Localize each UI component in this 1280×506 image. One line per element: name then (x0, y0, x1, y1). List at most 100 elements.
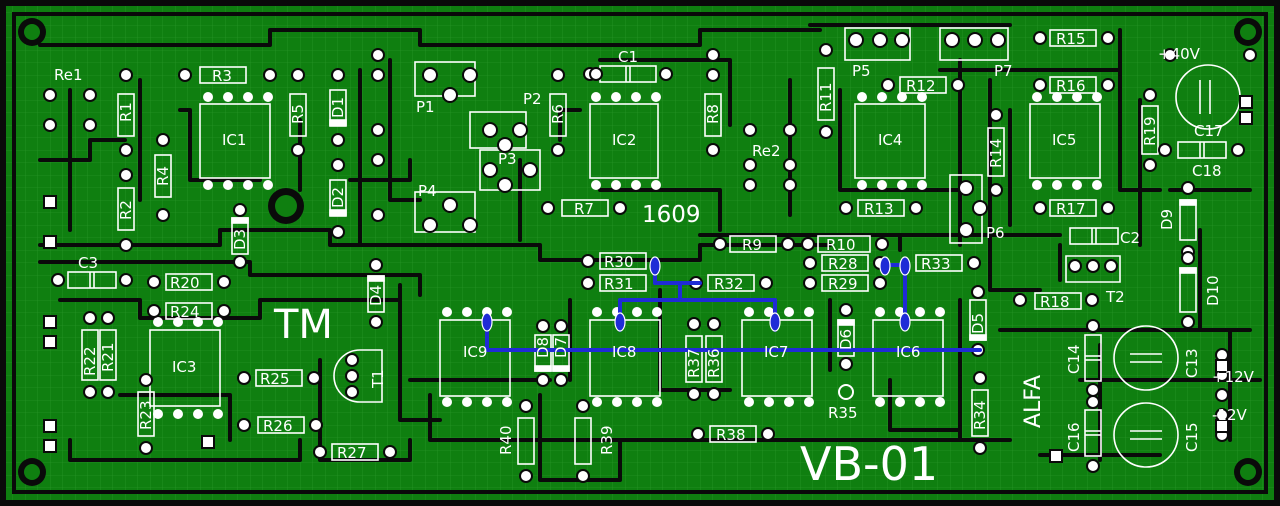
label-r31: R31 (604, 275, 634, 293)
ic1-pads (203, 92, 273, 190)
label-c3: C3 (78, 254, 98, 272)
label-p5: P5 (852, 62, 871, 80)
label-d1: D1 (329, 97, 347, 118)
label-ic6: IC6 (896, 343, 920, 361)
label-r12: R12 (906, 77, 936, 95)
label-ic1: IC1 (222, 131, 246, 149)
label-r3: R3 (212, 67, 232, 85)
label-re1: Re1 (54, 66, 83, 84)
voltage-minus12: -12V (1212, 406, 1247, 424)
label-r29: R29 (828, 275, 858, 293)
label-r22: R22 (81, 346, 99, 376)
label-r34: R34 (971, 400, 989, 430)
ic2-body (589, 103, 659, 179)
label-p6: P6 (986, 224, 1005, 242)
label-d7: D7 (552, 337, 570, 358)
through-hole-pads (43, 31, 1257, 483)
label-ic4: IC4 (878, 131, 902, 149)
label-r30: R30 (604, 253, 634, 271)
label-r14: R14 (987, 138, 1005, 168)
label-r40: R40 (497, 425, 515, 455)
capacitor-bodies (67, 64, 1241, 468)
label-r17: R17 (1056, 200, 1086, 218)
label-r4: R4 (154, 166, 172, 186)
label-ic7: IC7 (764, 343, 788, 361)
label-d3: D3 (231, 229, 249, 250)
label-r28: R28 (828, 255, 858, 273)
label-c1: C1 (618, 48, 638, 66)
label-r16: R16 (1056, 77, 1086, 95)
label-r8: R8 (704, 104, 722, 124)
label-re2: Re2 (752, 142, 781, 160)
label-p2: P2 (523, 90, 542, 108)
label-ic9: IC9 (463, 343, 487, 361)
label-r27: R27 (337, 444, 367, 462)
label-ic5: IC5 (1052, 131, 1076, 149)
silkscreen-labels: Re1 Re2 R1 R2 R3 R4 R5 R6 R7 R8 R9 R10 R… (54, 30, 1255, 491)
transistor-bodies (333, 255, 1121, 403)
resistor-bodies (81, 29, 1159, 465)
label-d6: D6 (837, 329, 855, 350)
voltage-plus40: +40V (1158, 45, 1201, 63)
label-r32: R32 (714, 275, 744, 293)
label-c2: C2 (1120, 229, 1140, 247)
label-r35: R35 (828, 404, 858, 422)
mounting-holes (18, 18, 1262, 486)
label-r39: R39 (598, 425, 616, 455)
label-ic3: IC3 (172, 358, 196, 376)
label-p4: P4 (418, 182, 437, 200)
label-p7: P7 (994, 62, 1013, 80)
ic1-body (199, 103, 271, 179)
label-c13: C13 (1183, 348, 1201, 378)
label-r18: R18 (1040, 293, 1070, 311)
ic2-pads (591, 92, 661, 190)
ic8-pads (592, 307, 662, 407)
label-ic8: IC8 (612, 343, 636, 361)
ic4-pads (857, 92, 927, 190)
label-d4: D4 (367, 285, 385, 306)
label-r1: R1 (117, 102, 135, 122)
label-r26: R26 (263, 417, 293, 435)
label-c16: C16 (1065, 422, 1083, 452)
square-pads (43, 95, 1253, 463)
label-d10: D10 (1204, 275, 1222, 306)
board-name: VB-01 (800, 437, 938, 491)
code-label: 1609 (642, 202, 701, 228)
logo-tm: TM (273, 302, 333, 348)
label-p3: P3 (498, 150, 517, 168)
label-r15: R15 (1056, 30, 1086, 48)
label-r23: R23 (137, 400, 155, 430)
label-r24: R24 (170, 303, 200, 321)
pcb-border-isolation (12, 12, 1268, 494)
label-r21: R21 (99, 342, 117, 372)
label-d8: D8 (534, 337, 552, 358)
label-r11: R11 (817, 82, 835, 112)
label-d2: D2 (329, 187, 347, 208)
label-r6: R6 (549, 104, 567, 124)
ic4-body (854, 103, 926, 179)
label-r20: R20 (170, 274, 200, 292)
ic3-body (149, 329, 221, 407)
label-ic2: IC2 (612, 131, 636, 149)
label-c17: C17 (1194, 122, 1224, 140)
maker-label: ALFA (1021, 375, 1046, 428)
label-p1: P1 (416, 98, 435, 116)
label-r5: R5 (289, 104, 307, 124)
label-r36: R36 (705, 348, 723, 378)
label-r13: R13 (864, 200, 894, 218)
ic5-pads (1032, 92, 1102, 190)
diode-bodies (231, 89, 1197, 372)
label-c14: C14 (1065, 344, 1083, 374)
label-c15: C15 (1183, 422, 1201, 452)
label-r33: R33 (921, 255, 951, 273)
label-r9: R9 (742, 236, 762, 254)
label-c18: C18 (1192, 162, 1222, 180)
ic6-pads (875, 307, 945, 407)
ic5-body (1029, 103, 1101, 179)
label-r2: R2 (117, 200, 135, 220)
label-r10: R10 (826, 236, 856, 254)
label-d9: D9 (1158, 209, 1176, 230)
top-layer-pads (481, 256, 911, 332)
ic9-body (439, 319, 511, 397)
voltage-plus12: +12V (1212, 368, 1255, 386)
